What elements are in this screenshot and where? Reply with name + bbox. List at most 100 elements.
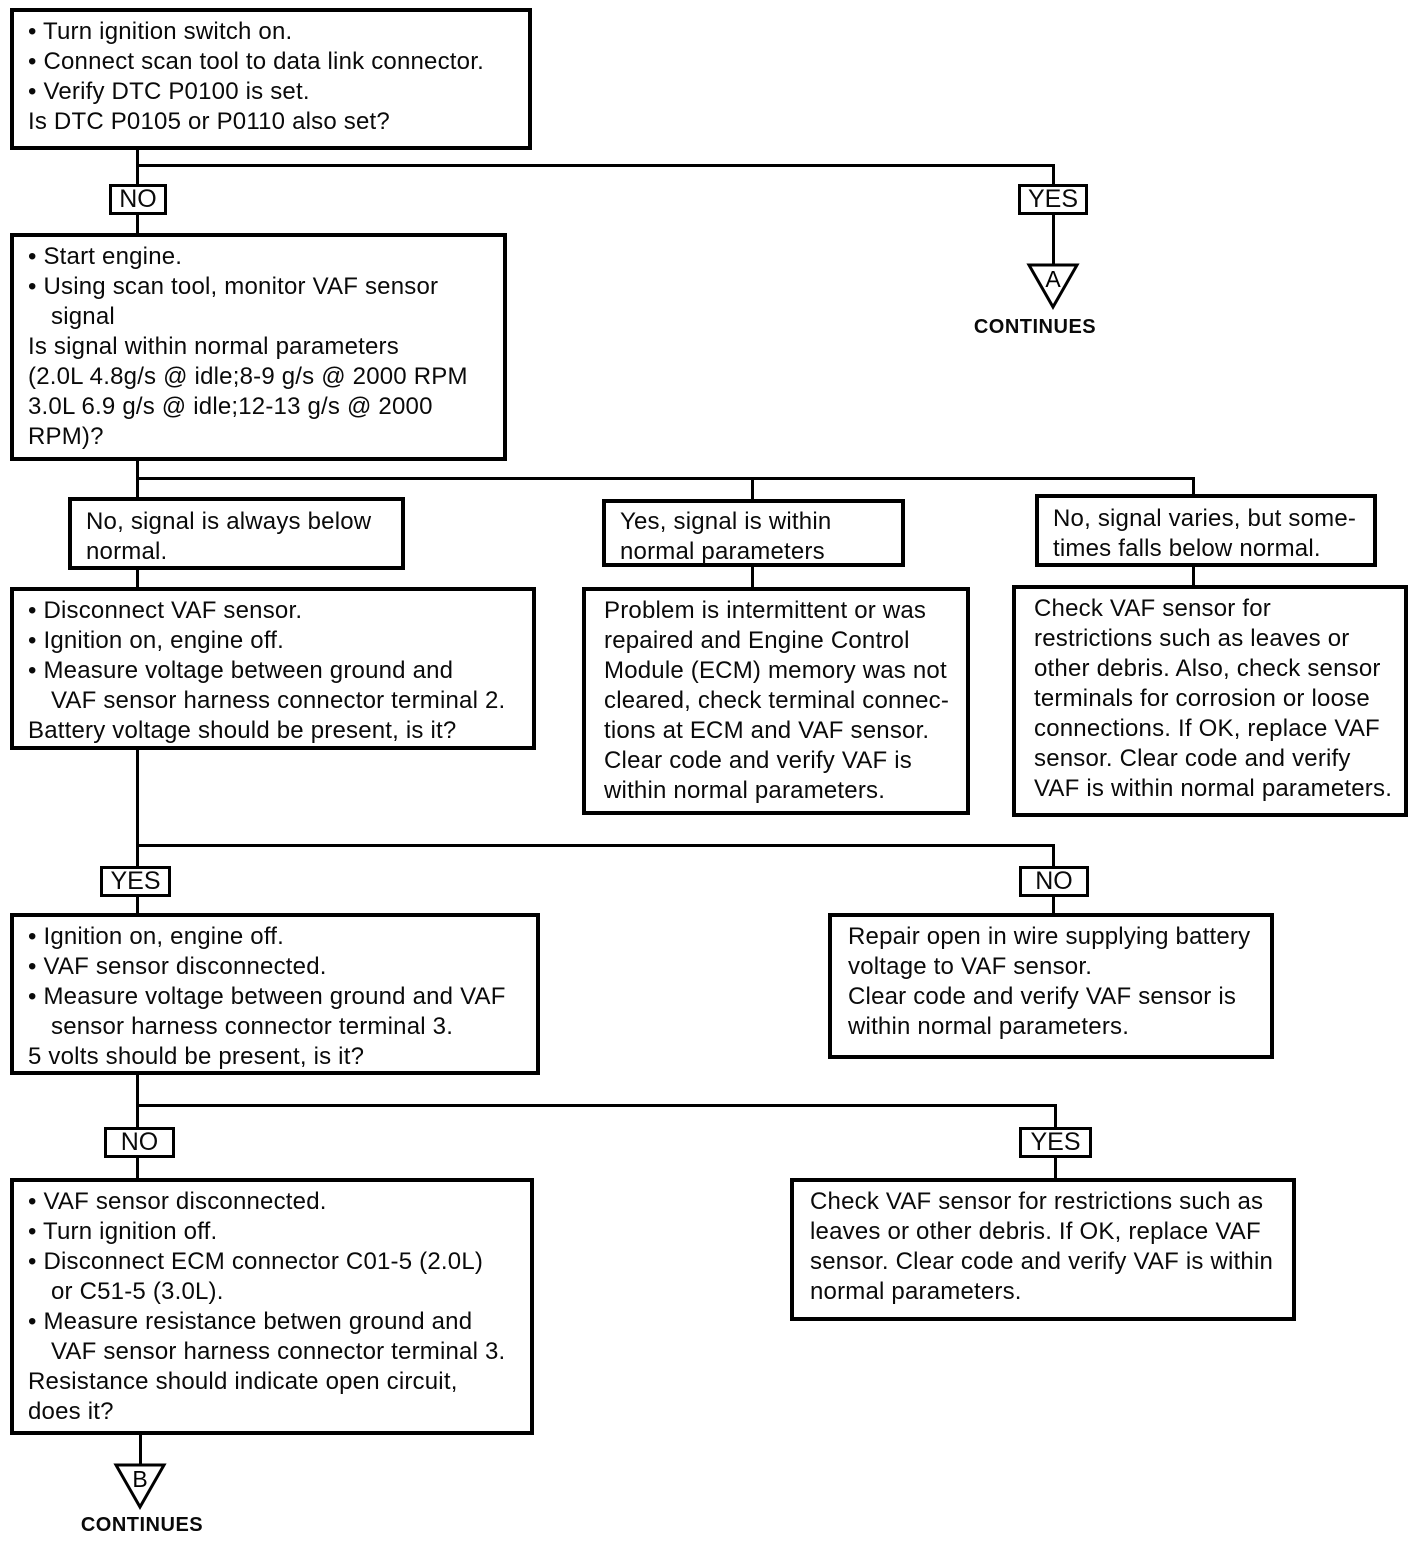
text-line: other debris. Also, check sensor bbox=[1034, 655, 1381, 682]
flow-line bbox=[136, 896, 139, 915]
flow-line bbox=[751, 566, 754, 589]
text-line: Battery voltage should be present, is it… bbox=[28, 717, 457, 744]
yes-label-3: YES bbox=[1019, 1127, 1092, 1158]
flow-line bbox=[136, 1074, 139, 1129]
connector-b-triangle: B bbox=[113, 1463, 167, 1510]
text-line: • Connect scan tool to data link connect… bbox=[28, 48, 484, 75]
flow-line bbox=[136, 1104, 1057, 1107]
no-label-text: NO bbox=[1035, 867, 1073, 895]
text-line: times falls below normal. bbox=[1053, 535, 1321, 562]
flow-line bbox=[1054, 1104, 1057, 1129]
flow-line bbox=[136, 149, 139, 187]
text-line: • Start engine. bbox=[28, 243, 183, 270]
continues-label-a: CONTINUES bbox=[973, 316, 1097, 338]
continues-label-b: CONTINUES bbox=[80, 1514, 204, 1536]
flow-line bbox=[1054, 1157, 1057, 1180]
text-line: • VAF sensor disconnected. bbox=[28, 953, 327, 980]
text-line: terminals for corrosion or loose bbox=[1034, 685, 1370, 712]
flow-line bbox=[1192, 477, 1195, 497]
text-line: • VAF sensor disconnected. bbox=[28, 1188, 327, 1215]
text-line: VAF sensor harness connector terminal 3. bbox=[51, 1338, 506, 1365]
yes-label-text: YES bbox=[1030, 1128, 1081, 1156]
flow-line bbox=[136, 749, 139, 868]
text-line: RPM)? bbox=[28, 423, 104, 450]
text-line: connections. If OK, replace VAF bbox=[1034, 715, 1380, 742]
text-line: cleared, check terminal connec- bbox=[604, 687, 950, 714]
no-label-text: NO bbox=[119, 185, 157, 213]
no-label-3: NO bbox=[104, 1127, 175, 1158]
flow-line bbox=[1052, 164, 1055, 186]
outcome-check-debris-short-box: Check VAF sensor for restrictions such a… bbox=[790, 1178, 1296, 1321]
text-line: • Turn ignition off. bbox=[28, 1218, 218, 1245]
flow-line bbox=[751, 477, 754, 501]
text-line: or C51-5 (3.0L). bbox=[51, 1278, 224, 1305]
no-label-text: NO bbox=[120, 1128, 159, 1156]
connector-b-letter: B bbox=[132, 1466, 147, 1492]
text-line: normal. bbox=[86, 538, 168, 565]
text-line: Clear code and verify VAF sensor is bbox=[848, 983, 1237, 1010]
branch-label-always-below: No, signal is always below normal. bbox=[68, 497, 405, 570]
branch-label-within-normal: Yes, signal is within normal parameters bbox=[602, 499, 905, 567]
yes-label-text: YES bbox=[1027, 185, 1079, 213]
start-box: • Turn ignition switch on. • Connect sca… bbox=[10, 8, 532, 150]
flow-line bbox=[136, 214, 139, 235]
text-line: • Verify DTC P0100 is set. bbox=[28, 78, 310, 105]
text-line: signal bbox=[51, 303, 115, 330]
text-line: within normal parameters. bbox=[604, 777, 886, 804]
text-line: Is DTC P0105 or P0110 also set? bbox=[28, 108, 390, 135]
text-line: restrictions such as leaves or bbox=[1034, 625, 1350, 652]
flow-line bbox=[1052, 214, 1055, 265]
flow-line bbox=[136, 1157, 139, 1180]
text-line: • Using scan tool, monitor VAF sensor bbox=[28, 273, 439, 300]
triangle-outline bbox=[1026, 263, 1080, 310]
text-line: No, signal is always below bbox=[86, 508, 372, 535]
check-5volts-box: • Ignition on, engine off. • VAF sensor … bbox=[10, 913, 540, 1075]
text-line: 5 volts should be present, is it? bbox=[28, 1043, 365, 1070]
text-line: Problem is intermittent or was bbox=[604, 597, 927, 624]
text-line: Clear code and verify VAF is bbox=[604, 747, 912, 774]
flow-line bbox=[1052, 896, 1055, 915]
text-line: Resistance should indicate open circuit, bbox=[28, 1368, 458, 1395]
text-line: normal parameters bbox=[620, 538, 825, 565]
connector-a-triangle: A bbox=[1026, 263, 1080, 310]
text-line: does it? bbox=[28, 1398, 114, 1425]
text-line: Check VAF sensor for bbox=[1034, 595, 1271, 622]
flow-line bbox=[1052, 844, 1055, 868]
triangle-outline bbox=[113, 1463, 167, 1510]
text-line: (2.0L 4.8g/s @ idle;8-9 g/s @ 2000 RPM bbox=[28, 363, 468, 390]
text-line: VAF is within normal parameters. bbox=[1034, 775, 1393, 802]
text-line: • Turn ignition switch on. bbox=[28, 18, 293, 45]
flow-line bbox=[136, 569, 139, 589]
yes-label-text: YES bbox=[110, 867, 161, 895]
text-line: Yes, signal is within bbox=[620, 508, 832, 535]
text-line: Module (ECM) memory was not bbox=[604, 657, 947, 684]
monitor-signal-box: • Start engine. • Using scan tool, monit… bbox=[10, 233, 507, 461]
check-voltage-terminal2-box: • Disconnect VAF sensor. • Ignition on, … bbox=[10, 587, 536, 750]
connector-a-letter: A bbox=[1045, 266, 1061, 292]
flow-line bbox=[1192, 566, 1195, 587]
text-line: voltage to VAF sensor. bbox=[848, 953, 1093, 980]
no-label-1: NO bbox=[109, 184, 167, 215]
flow-line bbox=[136, 164, 1055, 167]
yes-label-2: YES bbox=[100, 866, 171, 897]
yes-label-1: YES bbox=[1018, 184, 1088, 215]
text-line: • Measure resistance betwen ground and bbox=[28, 1308, 473, 1335]
text-line: • Ignition on, engine off. bbox=[28, 923, 285, 950]
text-line: • Ignition on, engine off. bbox=[28, 627, 285, 654]
text-line: sensor harness connector terminal 3. bbox=[51, 1013, 454, 1040]
check-resistance-box: • VAF sensor disconnected. • Turn igniti… bbox=[10, 1178, 534, 1435]
flow-line bbox=[136, 461, 139, 499]
text-line: VAF sensor harness connector terminal 2. bbox=[51, 687, 506, 714]
text-line: leaves or other debris. If OK, replace V… bbox=[810, 1218, 1261, 1245]
text-line: Is signal within normal parameters bbox=[28, 333, 399, 360]
text-line: • Measure voltage between ground and VAF bbox=[28, 983, 506, 1010]
outcome-intermittent-box: Problem is intermittent or was repaired … bbox=[582, 587, 970, 815]
text-line: • Measure voltage between ground and bbox=[28, 657, 454, 684]
no-label-2: NO bbox=[1019, 866, 1089, 897]
text-line: Repair open in wire supplying battery bbox=[848, 923, 1251, 950]
text-line: 3.0L 6.9 g/s @ idle;12-13 g/s @ 2000 bbox=[28, 393, 433, 420]
outcome-check-debris-full-box: Check VAF sensor for restrictions such a… bbox=[1012, 585, 1408, 817]
text-line: Check VAF sensor for restrictions such a… bbox=[810, 1188, 1264, 1215]
text-line: tions at ECM and VAF sensor. bbox=[604, 717, 930, 744]
